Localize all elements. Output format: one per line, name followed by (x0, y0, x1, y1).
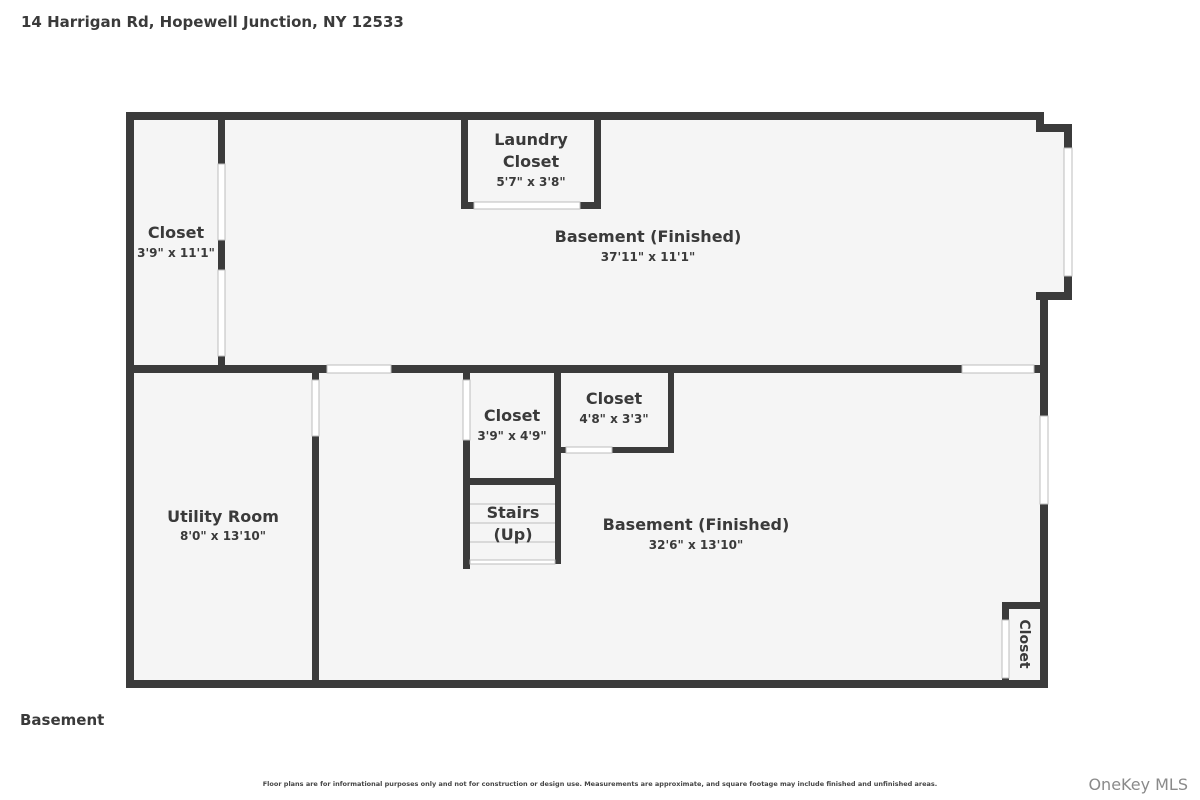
basement-lower-dims: 32'6" x 13'10" (649, 538, 743, 552)
closet-right-small-dims: 4'8" x 3'3" (579, 412, 648, 426)
property-address: 14 Harrigan Rd, Hopewell Junction, NY 12… (21, 13, 404, 31)
floor-area (130, 116, 1070, 684)
closet-left-name: Closet (148, 223, 205, 242)
stairs-name-line1: Stairs (487, 503, 540, 522)
basement-lower-name: Basement (Finished) (603, 515, 790, 534)
disclaimer: Floor plans are for informational purpos… (262, 780, 938, 788)
closet-corner-name: Closet (1016, 619, 1032, 669)
floor-label: Basement (20, 711, 105, 729)
laundry-dims: 5'7" x 3'8" (496, 175, 565, 189)
closet-left-dims: 3'9" x 11'1" (137, 246, 215, 260)
closet-mid-name: Closet (484, 406, 541, 425)
openings (217, 147, 1073, 679)
utility-dims: 8'0" x 13'10" (180, 529, 266, 543)
basement-upper-name: Basement (Finished) (555, 227, 742, 246)
watermark: OneKey MLS (1088, 775, 1188, 794)
laundry-name-line1: Laundry (494, 130, 568, 149)
stair-treads (470, 503, 555, 543)
closet-right-small-name: Closet (586, 389, 643, 408)
stairs-name-line2: (Up) (493, 525, 532, 544)
interior-walls (126, 116, 1044, 684)
utility-name: Utility Room (167, 507, 279, 526)
laundry-name-line2: Closet (503, 152, 560, 171)
basement-upper-dims: 37'11" x 11'1" (601, 250, 695, 264)
closet-mid-dims: 3'9" x 4'9" (477, 429, 546, 443)
